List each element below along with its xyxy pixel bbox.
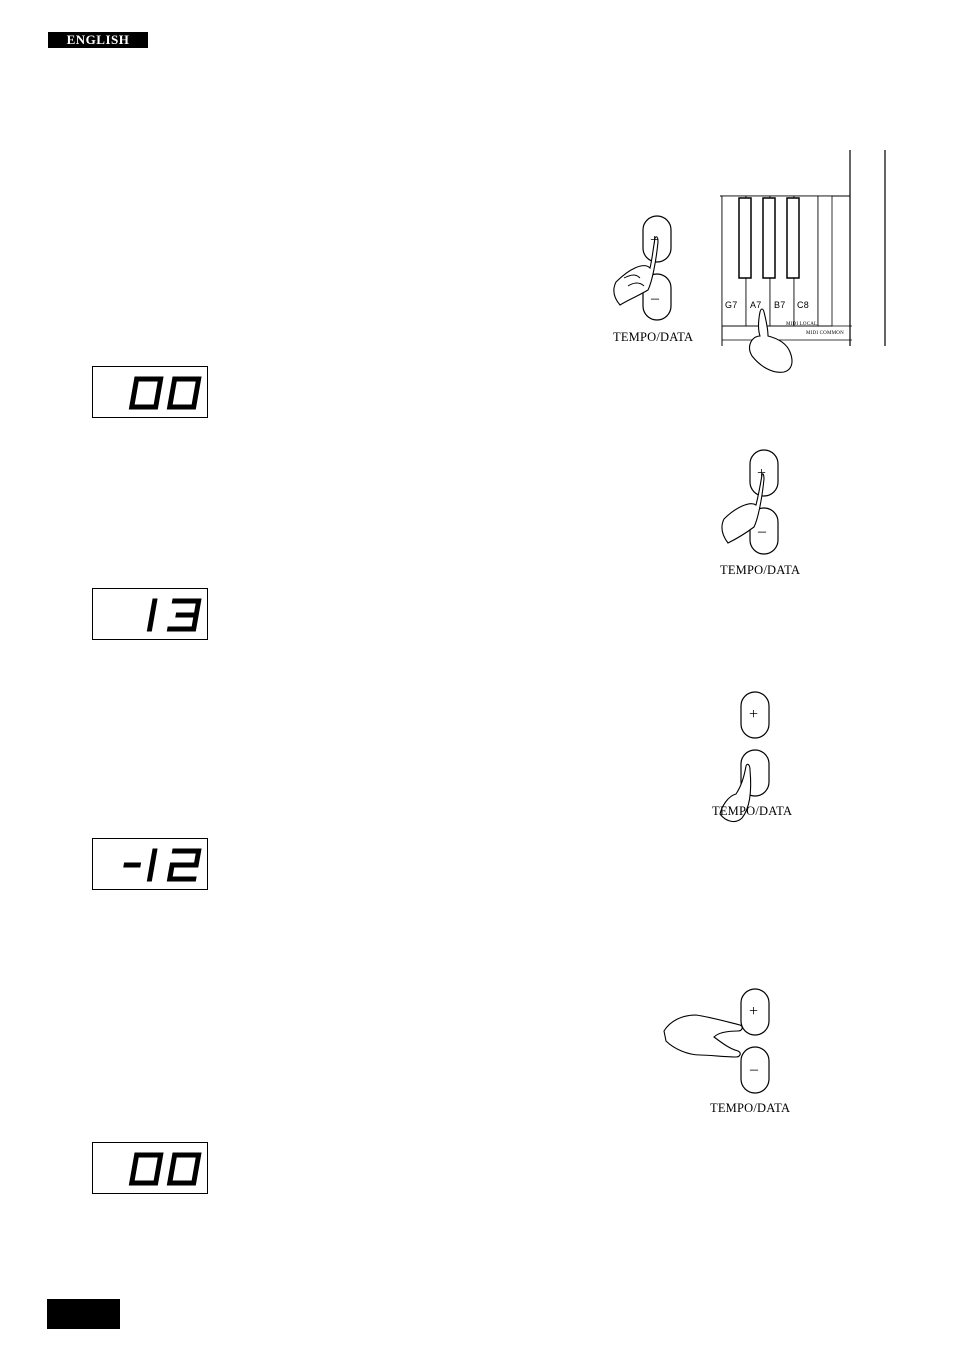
display-digits-00 bbox=[128, 376, 202, 410]
two-finger-hand-icon bbox=[663, 1014, 743, 1058]
plus-symbol: + bbox=[749, 706, 759, 723]
lcd-display bbox=[92, 1142, 208, 1194]
display-digits-minus-12 bbox=[123, 848, 202, 882]
lcd-display bbox=[92, 366, 208, 418]
minus-symbol: – bbox=[750, 1061, 759, 1078]
key-label-c8: C8 bbox=[797, 300, 809, 310]
function-label-midi-common: MIDI COMMON bbox=[806, 331, 844, 336]
tempo-data-caption: TEMPO/DATA bbox=[710, 1101, 791, 1115]
key-label-g7: G7 bbox=[725, 300, 738, 310]
lcd-display bbox=[92, 588, 208, 640]
figure-press-both: + – TEMPO/DATA bbox=[660, 985, 810, 1120]
pointing-hand-icon bbox=[613, 236, 659, 306]
display-digits-13 bbox=[146, 598, 202, 632]
keyboard-illustration bbox=[720, 150, 886, 346]
plus-symbol: + bbox=[650, 232, 660, 249]
tempo-data-caption: TEMPO/DATA bbox=[712, 804, 793, 818]
tempo-data-caption: TEMPO/DATA bbox=[613, 330, 694, 344]
figure-keyboard-and-buttons: + – TEMPO/DATA G7 A7 B7 C8 MIDI LOCAL MI… bbox=[600, 150, 890, 380]
plus-symbol: + bbox=[757, 465, 767, 482]
page-number-block bbox=[47, 1299, 120, 1329]
plus-symbol: + bbox=[749, 1003, 759, 1020]
tempo-data-caption: TEMPO/DATA bbox=[720, 563, 801, 577]
function-label-midi-local: MIDI LOCAL bbox=[786, 322, 818, 327]
pointing-hand-icon bbox=[749, 308, 793, 373]
key-label-a7: A7 bbox=[750, 300, 762, 310]
pointing-hand-icon bbox=[721, 473, 765, 544]
minus-symbol: – bbox=[651, 290, 660, 307]
tempo-plus-button bbox=[740, 988, 770, 1036]
minus-symbol: – bbox=[758, 523, 767, 540]
tempo-plus-button bbox=[749, 449, 779, 497]
display-digits-00 bbox=[128, 1152, 202, 1186]
figure-press-plus: + – TEMPO/DATA bbox=[700, 445, 820, 585]
lcd-display bbox=[92, 838, 208, 890]
tempo-plus-button bbox=[740, 691, 770, 739]
pointing-hand-icon bbox=[719, 763, 752, 823]
key-label-b7: B7 bbox=[774, 300, 786, 310]
tempo-minus-button bbox=[740, 1046, 770, 1094]
figure-press-minus: + TEMPO/DATA bbox=[700, 688, 820, 828]
language-label: ENGLISH bbox=[48, 32, 148, 48]
